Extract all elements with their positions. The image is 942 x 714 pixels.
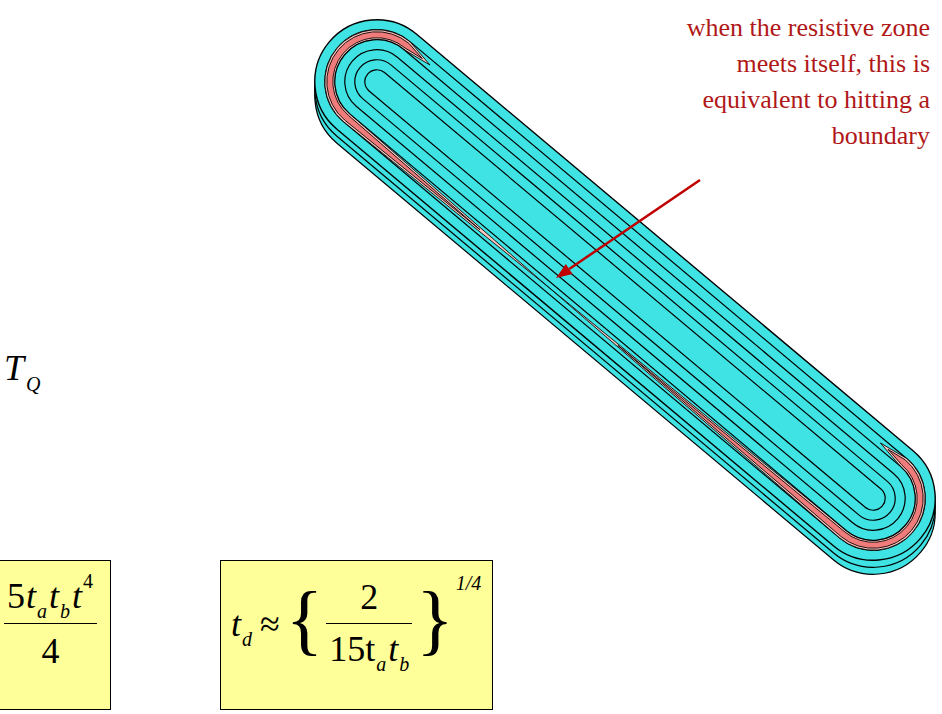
formula-term: t [72,578,82,614]
formula-box: td≈{215tatb}1/4 [220,560,493,710]
formula-term: b [60,601,70,621]
formula-term: ≈ [260,606,280,642]
symbol-label: T [4,350,24,386]
callout-note: when the resistive zone meets itself, th… [662,10,930,154]
formula-term: } [416,581,453,659]
formula-term: 2 [360,579,378,615]
formula-term: b [399,654,409,674]
subscript-label: Q [26,374,40,394]
formula-term: 4 [42,633,60,669]
formula-term: d [242,629,252,649]
formula-term: t [49,578,59,614]
formula-term: a [37,601,47,621]
coil-winding [289,0,942,586]
callout-arrow [556,180,700,278]
fraction-bar [4,623,97,624]
formula-term: 5 [7,578,25,614]
formula-term: 15t [329,631,375,667]
formula-term: { [286,581,323,659]
formula-term: t [26,578,36,614]
formula-term: t [388,631,398,667]
formula-term: 4 [83,571,93,591]
formula-term: t [231,606,241,642]
formula-box: 5tatbt44 [0,560,111,710]
formula-term: 1/4 [456,573,482,593]
formula-term: a [376,654,386,674]
coil-depth-mid [289,1,942,592]
fraction-bar [326,623,412,624]
coil-depth [289,8,942,599]
